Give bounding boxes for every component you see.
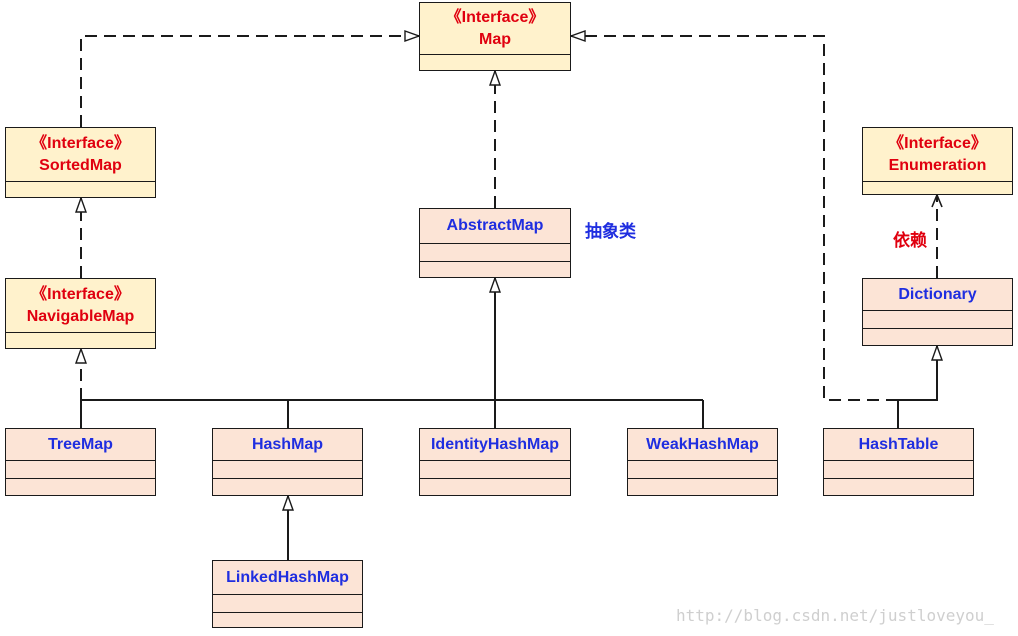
watermark-text: http://blog.csdn.net/justloveyou_ — [676, 606, 994, 625]
dictionary-class-box[interactable]: Dictionary — [862, 278, 1013, 346]
class-attributes-section — [420, 461, 570, 478]
hashtable-class-box[interactable]: HashTable — [823, 428, 974, 496]
class-methods-section — [420, 261, 570, 277]
class-attributes-section — [420, 244, 570, 261]
navigablemap-interface-box[interactable]: 《Interface》 NavigableMap — [5, 278, 156, 349]
class-methods-section — [420, 478, 570, 495]
class-attributes-section — [863, 311, 1012, 328]
treemap-class-box[interactable]: TreeMap — [5, 428, 156, 496]
class-name: WeakHashMap — [628, 429, 777, 461]
stereotype-label: 《Interface》 — [31, 134, 130, 152]
class-name: AbstractMap — [420, 209, 570, 244]
weakhashmap-class-box[interactable]: WeakHashMap — [627, 428, 778, 496]
class-methods-section — [863, 328, 1012, 345]
abstract-class-label: 抽象类 — [585, 222, 636, 241]
class-methods-section — [6, 478, 155, 495]
abstractmap-class-box[interactable]: AbstractMap — [419, 208, 571, 278]
sortedmap-realizes-map — [80, 36, 419, 127]
hashtable-realizes-map — [571, 36, 898, 401]
class-attributes-section — [213, 595, 362, 612]
hashtable-extends-dictionary — [897, 346, 937, 428]
navigablemap-interface-header: 《Interface》 NavigableMap — [6, 279, 155, 333]
class-methods-section — [213, 612, 362, 627]
dependency-label: 依赖 — [893, 231, 927, 250]
interface-name: NavigableMap — [26, 307, 135, 325]
map-interface-header: 《Interface》 Map — [420, 3, 570, 55]
stereotype-label: 《Interface》 — [445, 8, 545, 26]
class-attributes-section — [628, 461, 777, 478]
class-attributes-section — [6, 461, 155, 478]
interface-name: Enumeration — [888, 156, 987, 174]
class-name: TreeMap — [6, 429, 155, 461]
class-name: LinkedHashMap — [213, 561, 362, 595]
class-name: HashMap — [213, 429, 362, 461]
class-methods-section — [213, 478, 362, 495]
class-name: IdentityHashMap — [420, 429, 570, 461]
class-attributes-section — [824, 461, 973, 478]
hashmap-class-box[interactable]: HashMap — [212, 428, 363, 496]
identityhashmap-class-box[interactable]: IdentityHashMap — [419, 428, 571, 496]
linkedhashmap-class-box[interactable]: LinkedHashMap — [212, 560, 363, 628]
stereotype-label: 《Interface》 — [888, 134, 987, 152]
interface-name: Map — [479, 30, 511, 48]
class-methods-section — [824, 478, 973, 495]
stereotype-label: 《Interface》 — [31, 285, 130, 303]
enumeration-interface-box[interactable]: 《Interface》 Enumeration — [862, 127, 1013, 195]
enumeration-interface-header: 《Interface》 Enumeration — [863, 128, 1012, 182]
class-methods-section — [628, 478, 777, 495]
class-attributes-section — [213, 461, 362, 478]
sortedmap-interface-header: 《Interface》 SortedMap — [6, 128, 155, 182]
interface-name: SortedMap — [39, 156, 122, 174]
map-interface-box[interactable]: 《Interface》 Map — [419, 2, 571, 71]
class-name: Dictionary — [863, 279, 1012, 311]
sortedmap-interface-box[interactable]: 《Interface》 SortedMap — [5, 127, 156, 198]
class-name: HashTable — [824, 429, 973, 461]
